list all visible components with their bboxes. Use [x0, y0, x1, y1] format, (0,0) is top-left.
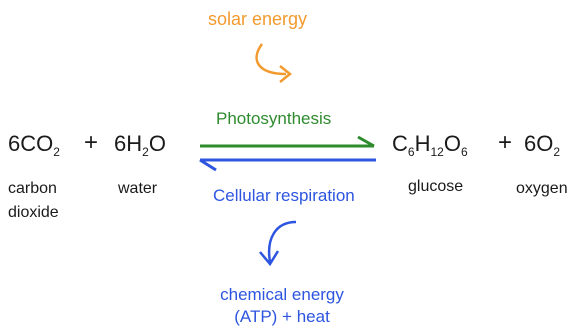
water-formula: 6H2O — [114, 131, 166, 159]
carbon-dioxide-formula: 6CO2 — [8, 131, 60, 159]
water-name: water — [118, 180, 158, 197]
glucose-formula: C6H12O6 — [392, 131, 468, 159]
plus-sign-left: + — [84, 129, 99, 156]
oxygen-symbol: O — [536, 131, 554, 156]
chemical-energy-line2: (ATP) + heat — [234, 307, 330, 326]
chemical-energy-arrowhead — [259, 250, 280, 267]
plus-sign-right: + — [498, 129, 513, 156]
glucose-subscript-c: 6 — [407, 145, 415, 159]
oxygen-formula: 6O2 — [524, 131, 561, 159]
glucose-symbol-c: C — [392, 131, 408, 156]
water-subscript: 2 — [142, 145, 149, 159]
chemical-energy-arrow — [267, 220, 297, 263]
carbon-dioxide-name-line2: dioxide — [8, 204, 59, 221]
chemical-energy-line1: chemical energy — [220, 285, 344, 304]
carbon-dioxide-name: carbon dioxide — [8, 177, 59, 225]
oxygen-coefficient: 6 — [524, 131, 537, 156]
carbon-dioxide-name-line1: carbon — [8, 180, 57, 197]
glucose-symbol-h: H — [414, 131, 431, 156]
carbon-dioxide-subscript: 2 — [53, 145, 60, 159]
solar-energy-label: solar energy — [208, 9, 308, 29]
solar-energy-arrow — [255, 43, 287, 76]
water-symbol-h: 6H — [114, 131, 143, 156]
carbon-dioxide-coefficient: 6 — [8, 131, 21, 156]
glucose-subscript-h: 12 — [430, 145, 444, 159]
chemical-energy-label: chemical energy (ATP) + heat — [211, 284, 353, 328]
cellular-respiration-label: Cellular respiration — [213, 186, 355, 205]
oxygen-subscript: 2 — [553, 145, 561, 159]
glucose-name: glucose — [408, 178, 464, 195]
solar-energy-arrowhead — [279, 65, 293, 83]
oxygen-name: oxygen — [516, 180, 568, 197]
glucose-subscript-o: 6 — [460, 145, 468, 159]
photosynthesis-arrowhead — [357, 135, 375, 148]
water-symbol-o: O — [148, 131, 166, 156]
carbon-dioxide-symbol: CO — [20, 131, 54, 156]
photosynthesis-label: Photosynthesis — [216, 109, 332, 128]
glucose-symbol-o: O — [443, 131, 461, 156]
respiration-arrowhead — [199, 158, 217, 172]
